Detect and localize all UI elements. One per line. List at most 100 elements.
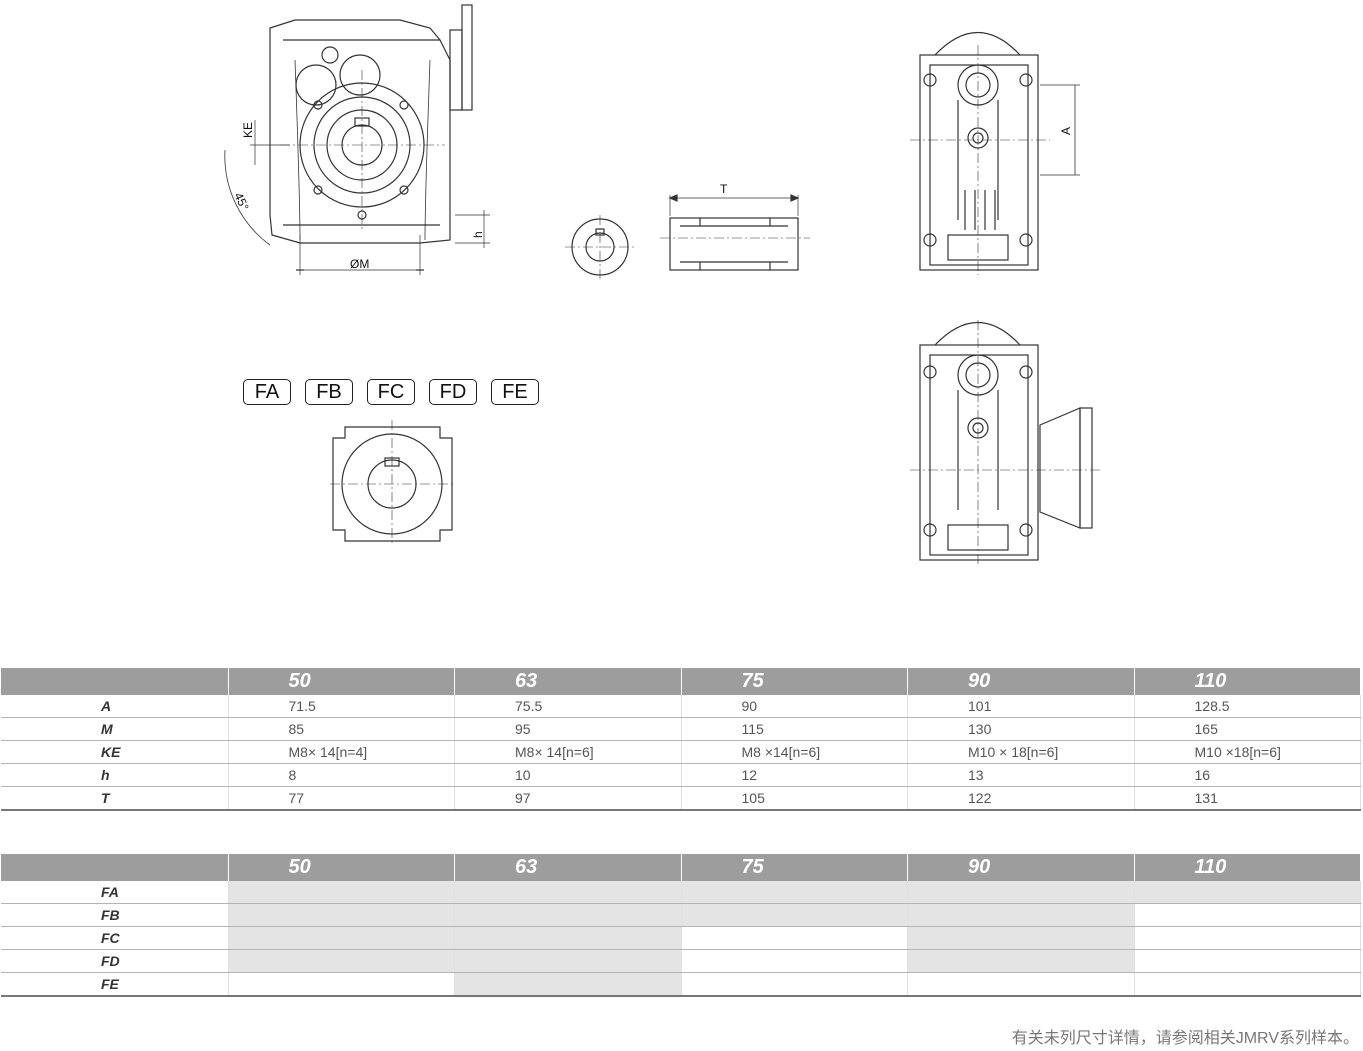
column-header: 63 bbox=[454, 854, 682, 881]
column-header: 90 bbox=[907, 854, 1135, 881]
availability-cell bbox=[228, 926, 455, 950]
availability-cell bbox=[907, 903, 1135, 927]
side-view-drawing bbox=[919, 32, 1080, 271]
table-cell: 90 bbox=[681, 695, 908, 718]
column-header: 110 bbox=[1134, 854, 1361, 881]
table-cell: 8 bbox=[228, 763, 455, 787]
availability-cell bbox=[454, 972, 682, 997]
flange-availability-table: 50 63 75 90 110 FA FB FC bbox=[1, 854, 1361, 997]
column-header: 63 bbox=[454, 668, 682, 695]
availability-cell bbox=[454, 949, 682, 973]
label-a: A bbox=[1059, 127, 1073, 135]
row-label: M bbox=[1, 717, 229, 741]
availability-cell bbox=[681, 926, 908, 950]
table-cell: M8 ×14[n=6] bbox=[681, 740, 908, 764]
flange-label-row: FA FB FC FD FE bbox=[243, 379, 539, 405]
column-header: 90 bbox=[907, 668, 1135, 695]
availability-cell bbox=[681, 949, 908, 973]
label-h: h bbox=[471, 231, 485, 238]
flange-label-fc: FC bbox=[367, 379, 415, 405]
row-label: FB bbox=[1, 903, 229, 927]
table-cell: 122 bbox=[907, 786, 1135, 811]
table-cell: 71.5 bbox=[228, 695, 455, 718]
column-header: 50 bbox=[228, 854, 455, 881]
column-header: 110 bbox=[1134, 668, 1361, 695]
label-angle: 45° bbox=[231, 190, 251, 213]
table-cell: 131 bbox=[1134, 786, 1361, 811]
availability-cell bbox=[1134, 949, 1361, 973]
table-cell: M8× 14[n=6] bbox=[454, 740, 682, 764]
table-row: FC bbox=[1, 926, 1361, 950]
table-cell: 105 bbox=[681, 786, 908, 811]
flange-label-fb: FB bbox=[305, 379, 353, 405]
table-cell: M10 ×18[n=6] bbox=[1134, 740, 1361, 764]
table-cell: 10 bbox=[454, 763, 682, 787]
table-cell: 77 bbox=[228, 786, 455, 811]
flange-label-fe: FE bbox=[491, 379, 539, 405]
column-header: 75 bbox=[681, 668, 908, 695]
table-cell: 85 bbox=[228, 717, 455, 741]
table-row: M 85 95 115 130 165 bbox=[1, 717, 1361, 741]
table-cell: 130 bbox=[907, 717, 1135, 741]
availability-cell bbox=[454, 903, 682, 927]
row-label: FA bbox=[1, 881, 229, 904]
availability-cell bbox=[228, 949, 455, 973]
row-label: A bbox=[1, 695, 229, 718]
table-cell: 101 bbox=[907, 695, 1135, 718]
row-label: FC bbox=[1, 926, 229, 950]
label-ke: KE bbox=[241, 122, 255, 138]
table-row: FD bbox=[1, 949, 1361, 973]
technical-drawings: KE 45° ØM h T A bbox=[224, 4, 1100, 565]
availability-cell bbox=[681, 881, 908, 904]
dimension-table: 50 63 75 90 110 A 71.5 75.5 90 101 128.5… bbox=[1, 668, 1361, 811]
table-row: FE bbox=[1, 972, 1361, 997]
availability-cell bbox=[907, 926, 1135, 950]
table-row: h 8 10 12 13 16 bbox=[1, 763, 1361, 787]
availability-cell bbox=[1134, 881, 1361, 904]
label-diameter: ØM bbox=[350, 257, 369, 271]
availability-cell bbox=[907, 972, 1135, 997]
table-row: FA bbox=[1, 881, 1361, 904]
availability-cell bbox=[454, 926, 682, 950]
flange-label-fd: FD bbox=[429, 379, 477, 405]
table-cell: 16 bbox=[1134, 763, 1361, 787]
table-row: T 77 97 105 122 131 bbox=[1, 786, 1361, 811]
row-label: h bbox=[1, 763, 229, 787]
front-view-drawing bbox=[224, 4, 490, 275]
availability-cell bbox=[1134, 972, 1361, 997]
availability-cell bbox=[228, 903, 455, 927]
availability-cell bbox=[228, 881, 455, 904]
availability-cell bbox=[681, 903, 908, 927]
table-cell: 95 bbox=[454, 717, 682, 741]
table-cell: 13 bbox=[907, 763, 1135, 787]
table-cell: M8× 14[n=4] bbox=[228, 740, 455, 764]
flange-label-fa: FA bbox=[243, 379, 291, 405]
table-row: FB bbox=[1, 903, 1361, 927]
column-header: 50 bbox=[228, 668, 455, 695]
table-cell: 128.5 bbox=[1134, 695, 1361, 718]
row-label: FD bbox=[1, 949, 229, 973]
shaft-end-view bbox=[571, 218, 629, 276]
availability-cell bbox=[1134, 926, 1361, 950]
table-cell: 115 bbox=[681, 717, 908, 741]
table-cell: 97 bbox=[454, 786, 682, 811]
availability-cell bbox=[454, 881, 682, 904]
label-t: T bbox=[720, 182, 728, 196]
side-view-flange-drawing bbox=[919, 322, 1093, 561]
footnote: 有关未列尺寸详情，请参阅相关JMRV系列样本。 bbox=[1011, 1030, 1359, 1047]
table-row: KE M8× 14[n=4] M8× 14[n=6] M8 ×14[n=6] M… bbox=[1, 740, 1361, 764]
availability-cell bbox=[907, 949, 1135, 973]
availability-cell bbox=[907, 881, 1135, 904]
row-label: KE bbox=[1, 740, 229, 764]
availability-cell bbox=[681, 972, 908, 997]
flange-view-drawing bbox=[332, 426, 453, 542]
column-header: 75 bbox=[681, 854, 908, 881]
row-label: FE bbox=[1, 972, 229, 997]
availability-cell bbox=[228, 972, 455, 997]
availability-cell bbox=[1134, 903, 1361, 927]
table-cell: 12 bbox=[681, 763, 908, 787]
table-corner bbox=[1, 668, 229, 695]
table-cell: M10 × 18[n=6] bbox=[907, 740, 1135, 764]
row-label: T bbox=[1, 786, 229, 811]
shaft-section-view bbox=[668, 194, 800, 271]
